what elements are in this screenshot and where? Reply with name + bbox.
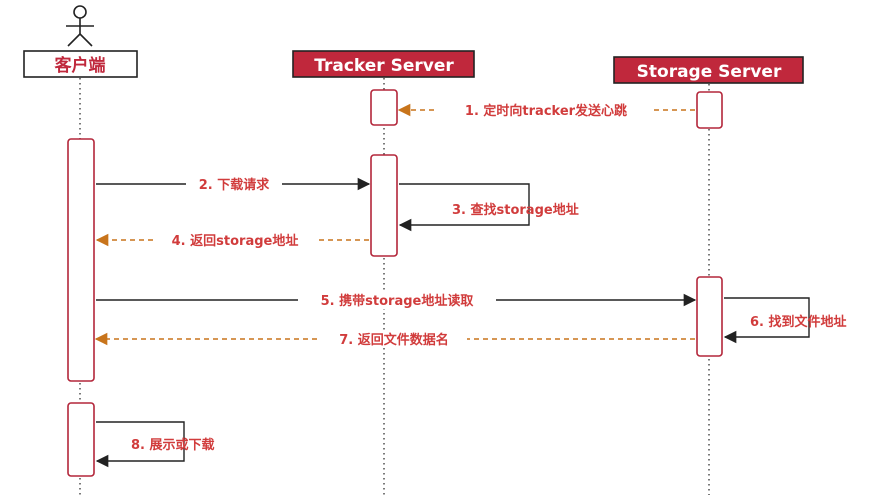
message-3-arrow xyxy=(398,183,530,232)
message-2-label: 2. 下载请求 xyxy=(199,177,271,193)
message-7-label-bg xyxy=(321,330,467,348)
storage-participant: Storage Server xyxy=(613,56,804,84)
message-5-label: 5. 携带storage地址读取 xyxy=(321,293,475,309)
message-8-arrow xyxy=(95,421,185,468)
storage-label: Storage Server xyxy=(637,62,782,82)
message-1-label-bg xyxy=(438,101,654,119)
tracker-label: Tracker Server xyxy=(314,56,454,76)
message-5-label-bg xyxy=(298,291,496,309)
tracker-activation-1 xyxy=(370,89,398,126)
message-8-label: 8. 展示或下载 xyxy=(131,437,215,453)
client-activation-1 xyxy=(67,138,95,382)
client-participant: 客户端 xyxy=(23,50,138,78)
tracker-activation-2 xyxy=(370,154,398,257)
message-4-label: 4. 返回storage地址 xyxy=(172,233,299,249)
message-1-label: 1. 定时向tracker发送心跳 xyxy=(465,103,627,119)
storage-activation-2 xyxy=(696,276,723,357)
message-4-label-bg xyxy=(153,231,317,249)
tracker-participant: Tracker Server xyxy=(292,50,475,78)
message-6-label: 6. 找到文件地址 xyxy=(750,314,847,330)
client-label: 客户端 xyxy=(54,55,106,76)
message-2-label-bg xyxy=(186,175,282,193)
message-3-label: 3. 查找storage地址 xyxy=(452,202,579,218)
storage-activation-1 xyxy=(696,91,723,129)
client-activation-2 xyxy=(67,402,95,477)
stick-figure-icon xyxy=(66,5,94,47)
message-7-label: 7. 返回文件数据名 xyxy=(339,332,449,348)
message-6-arrow xyxy=(723,297,810,344)
